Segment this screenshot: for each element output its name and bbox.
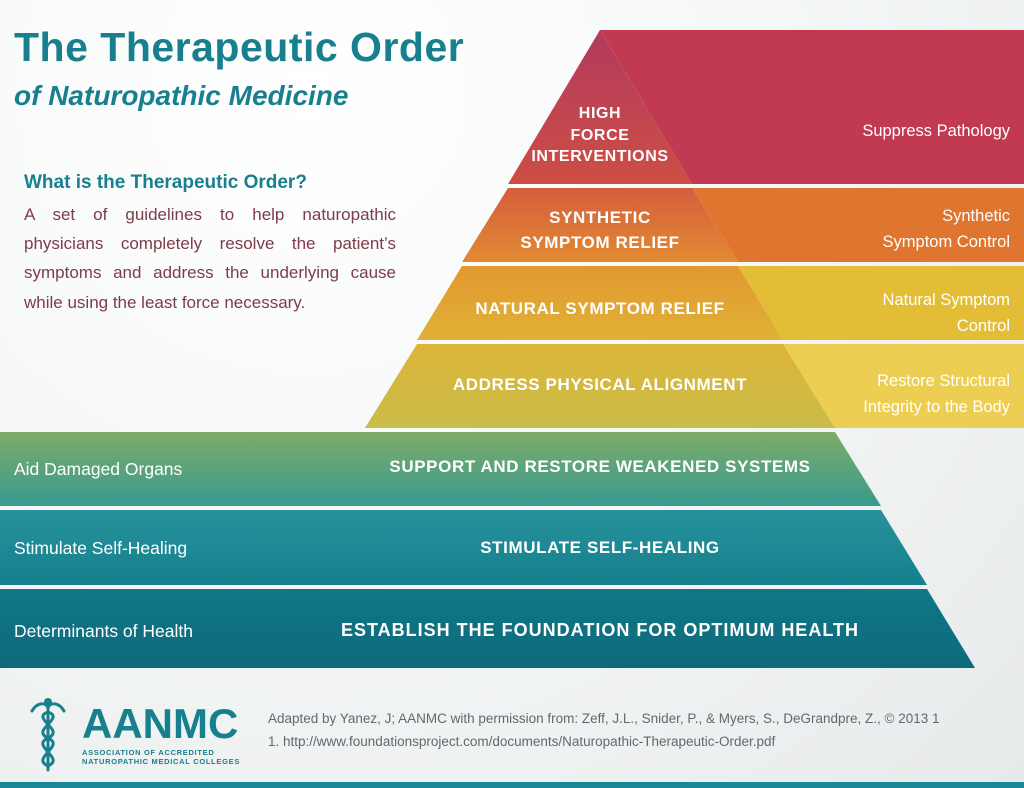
side-label-restore-structural-integrity: Restore Structural Integrity to the Body xyxy=(863,372,1010,416)
attribution-line-1: Adapted by Yanez, J; AANMC with permissi… xyxy=(268,711,940,726)
intro-body: A set of guidelines to help naturopathic… xyxy=(24,205,396,312)
aanmc-logo: AANMC ASSOCIATION OF ACCREDITED NATUROPA… xyxy=(22,696,240,772)
side-label-aid-damaged-organs: Aid Damaged Organs xyxy=(14,459,183,479)
side-label-suppress-pathology: Suppress Pathology xyxy=(862,122,1010,140)
page-title: The Therapeutic Order xyxy=(14,24,465,70)
bottom-accent-bar xyxy=(0,782,1024,788)
side-label-stimulate-self-healing: Stimulate Self-Healing xyxy=(14,538,188,558)
pyramid-level-5-label: SUPPORT AND RESTORE WEAKENED SYSTEMS xyxy=(389,457,811,476)
logo-acronym: AANMC xyxy=(82,699,239,747)
page-subtitle: of Naturopathic Medicine xyxy=(14,80,349,111)
pyramid-level-1-label: HIGH FORCE INTERVENTIONS xyxy=(531,105,669,166)
pyramid-level-3-label: NATURAL SYMPTOM RELIEF xyxy=(475,299,725,318)
intro-heading: What is the Therapeutic Order? xyxy=(24,172,307,193)
pyramid-level-2-label: SYNTHETIC SYMPTOM RELIEF xyxy=(520,208,680,252)
attribution: Adapted by Yanez, J; AANMC with permissi… xyxy=(268,708,940,754)
side-label-synthetic-symptom-control: Synthetic Symptom Control xyxy=(882,207,1010,251)
side-label-natural-symptom-control: Natural Symptom Control xyxy=(882,291,1010,335)
logo-text: AANMC ASSOCIATION OF ACCREDITED NATUROPA… xyxy=(82,699,241,766)
pyramid-level-7-label: ESTABLISH THE FOUNDATION FOR OPTIMUM HEA… xyxy=(341,620,859,640)
logo-caption: ASSOCIATION OF ACCREDITED NATUROPATHIC M… xyxy=(82,747,241,766)
caduceus-icon xyxy=(30,698,66,772)
pyramid-level-4-label: ADDRESS PHYSICAL ALIGNMENT xyxy=(452,375,748,394)
side-label-determinants-of-health: Determinants of Health xyxy=(14,621,193,641)
pyramid-level-6-label: STIMULATE SELF-HEALING xyxy=(480,538,720,557)
attribution-line-2: 1. http://www.foundationsproject.com/doc… xyxy=(268,733,776,749)
